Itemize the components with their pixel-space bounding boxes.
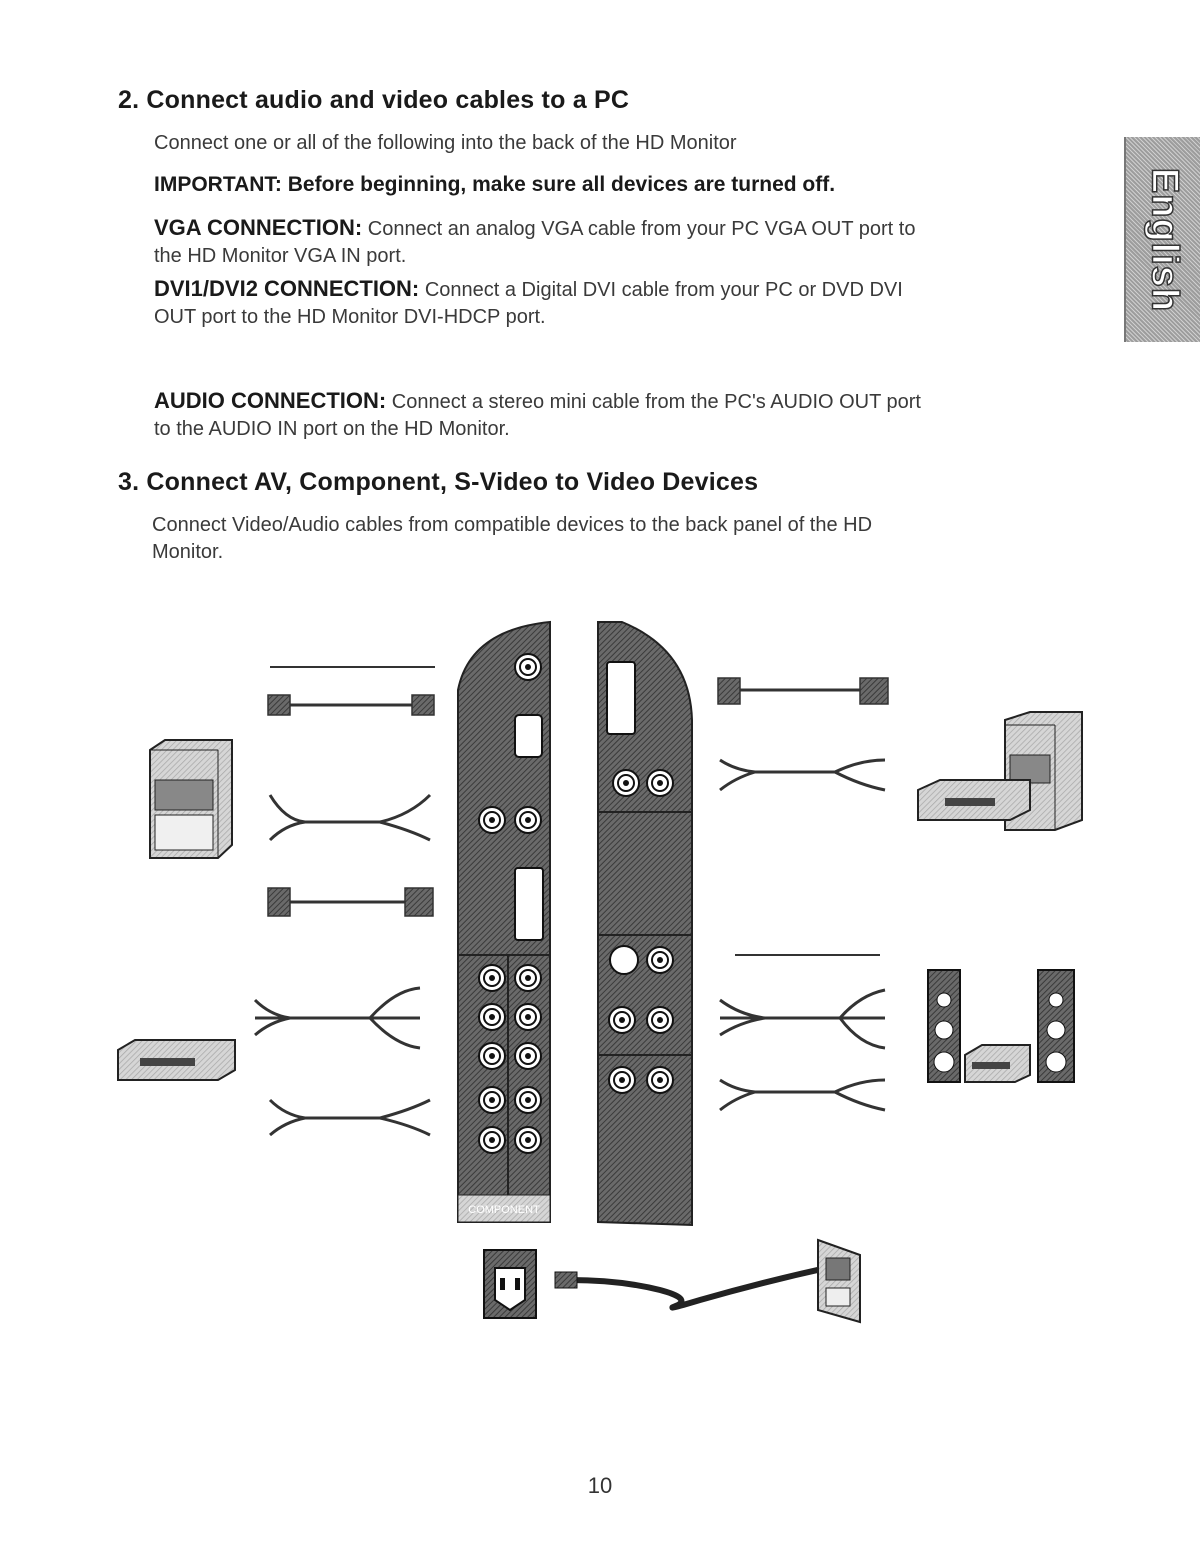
- audio-lead: AUDIO CONNECTION:: [154, 388, 387, 413]
- power-socket: [483, 1249, 537, 1319]
- power-plug: [554, 1271, 578, 1289]
- section3-heading: 3. Connect AV, Component, S-Video to Vid…: [118, 468, 759, 496]
- dvi2-port: [606, 661, 636, 735]
- component-label: COMPONENT: [468, 1204, 540, 1216]
- language-tab: English: [1124, 137, 1200, 342]
- power-cord: [569, 1262, 841, 1311]
- audio-text-line1: Connect a stereo mini cable from the PC'…: [391, 391, 921, 413]
- important-notice: IMPORTANT: Before beginning, make sure a…: [154, 173, 836, 196]
- right-rear-panel: [597, 621, 693, 1227]
- left-rear-panel: COMPONENT: [457, 620, 551, 1223]
- vga-lead: VGA CONNECTION:: [154, 215, 363, 240]
- wall-outlet: [817, 1238, 861, 1324]
- dvd-player-right: [917, 779, 1031, 821]
- speaker-right: [1037, 969, 1075, 1083]
- dvi-lead: DVI1/DVI2 CONNECTION:: [154, 276, 420, 301]
- audio-connection-block: AUDIO CONNECTION: Connect a stereo mini …: [154, 387, 1084, 443]
- dvi-port: [514, 867, 544, 941]
- dvi-text-line2: OUT port to the HD Monitor DVI-HDCP port…: [154, 306, 546, 328]
- section3-intro-line2: Monitor.: [152, 541, 224, 563]
- left-cables: [253, 666, 435, 1137]
- page-number: 10: [587, 1473, 613, 1498]
- vga-text-line1: Connect an analog VGA cable from your PC…: [367, 218, 916, 240]
- dvd-player-left: [117, 1039, 236, 1081]
- pc-tower-left: [149, 739, 233, 859]
- speaker-left: [927, 969, 961, 1083]
- vga-text-line2: the HD Monitor VGA IN port.: [154, 245, 407, 267]
- vga-connection-block: VGA CONNECTION: Connect an analog VGA ca…: [154, 214, 1084, 270]
- dvi-connection-block: DVI1/DVI2 CONNECTION: Connect a Digital …: [154, 275, 1084, 331]
- section3-intro-line1: Connect Video/Audio cables from compatib…: [152, 514, 873, 536]
- right-cables: [717, 677, 889, 1112]
- language-tab-label: English: [1143, 167, 1187, 313]
- section2-heading: 2. Connect audio and video cables to a P…: [118, 86, 630, 114]
- s-video-port: [609, 945, 639, 975]
- audio-jack-l: [478, 806, 506, 834]
- section2-intro: Connect one or all of the following into…: [154, 132, 737, 154]
- audio-text-line2: to the AUDIO IN port on the HD Monitor.: [154, 418, 510, 440]
- audio-in-jack: [514, 653, 542, 681]
- dvi-text-line1: Connect a Digital DVI cable from your PC…: [424, 279, 903, 301]
- av-receiver: [964, 1044, 1031, 1083]
- vga-port: [514, 714, 543, 758]
- connection-diagram: COMPONENT: [117, 620, 1083, 1324]
- audio-jack-r: [514, 806, 542, 834]
